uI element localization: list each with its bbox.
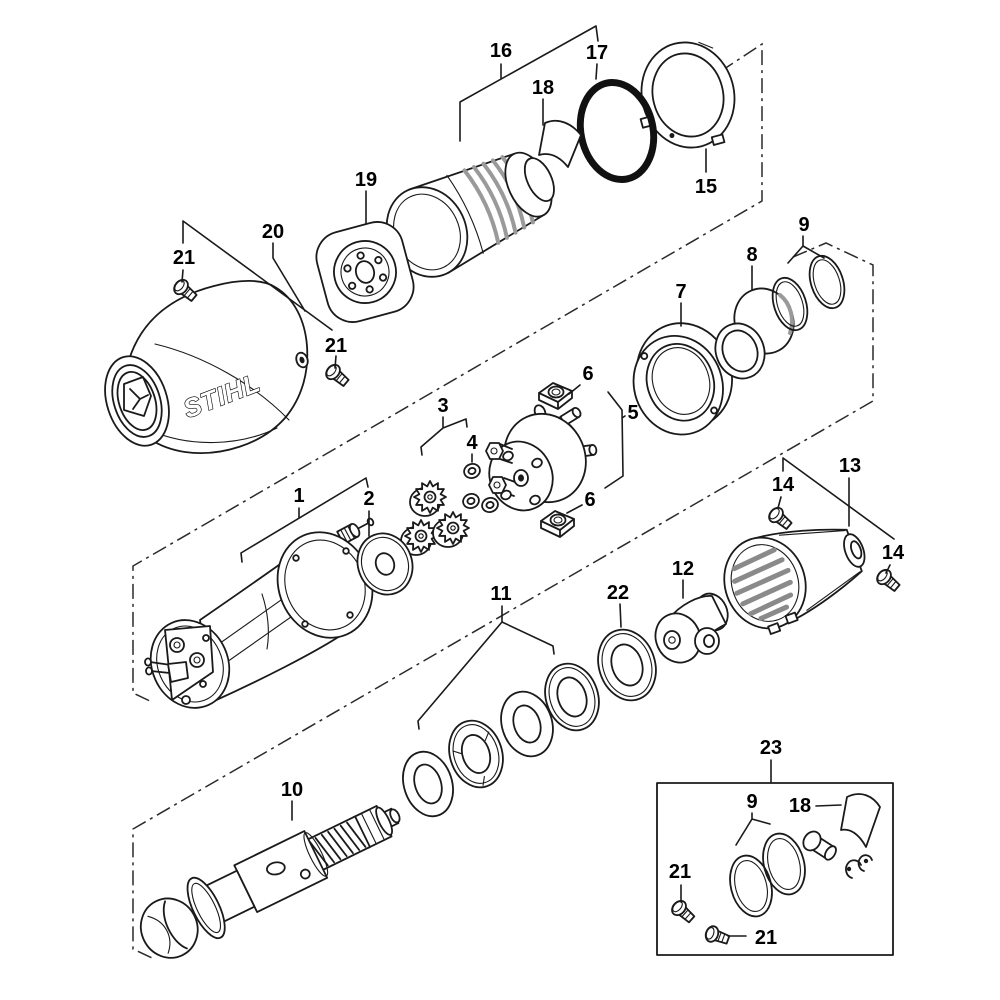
axis-line-bottom <box>132 242 874 959</box>
part-label-11: 11 <box>490 583 511 605</box>
leader-9-box <box>735 812 771 846</box>
part-4-washer-2 <box>460 490 482 512</box>
part-label-5: 5 <box>627 402 638 424</box>
part-11-washer-3 <box>500 690 554 758</box>
leader-22 <box>619 603 622 628</box>
screw-21-right-icon <box>322 361 353 390</box>
part-9-o-ring-right <box>802 250 852 314</box>
part-label-14-right: 14 <box>882 542 905 564</box>
part-16-housing-tube <box>385 151 555 278</box>
leader-6-bottom <box>566 504 583 514</box>
part-label-14-left: 14 <box>772 474 795 496</box>
part-6-square-nut-bottom <box>540 510 575 538</box>
part-label-21-right: 21 <box>325 335 347 357</box>
part-12-coupler <box>654 592 729 664</box>
leader-9 <box>787 235 825 264</box>
part-22-thrust-washer <box>597 628 657 702</box>
part-label-6-top: 6 <box>582 363 593 385</box>
part-label-16: 16 <box>490 40 512 62</box>
part-5-planet-carrier <box>485 404 598 512</box>
part-label-23: 23 <box>760 737 782 759</box>
part-label-19: 19 <box>355 169 377 191</box>
callout-labels: 16 17 18 15 19 20 21 21 9 8 7 5 6 6 3 4 … <box>173 40 905 949</box>
part-18-clamp-shim <box>538 119 582 168</box>
part-19-bearing-plate <box>315 221 415 323</box>
kit-clamp-shim <box>840 793 881 848</box>
part-4-washer-1 <box>461 460 483 482</box>
screw-14-left-icon <box>765 504 796 533</box>
part-11-washer-1 <box>402 750 454 818</box>
part-11-washer-4 <box>544 662 600 732</box>
leader-18-box <box>815 804 842 807</box>
kit-pin <box>802 830 837 861</box>
part-20-gear-head-housing: STIHL <box>104 280 309 454</box>
part-3-planet-gear-1 <box>409 480 447 517</box>
part-label-21-left: 21 <box>173 247 195 269</box>
part-3-planet-gear-3 <box>432 511 470 548</box>
part-label-22: 22 <box>607 582 629 604</box>
part-4-washer-3 <box>479 494 501 516</box>
part-label-21-box-left: 21 <box>669 861 691 883</box>
part-15-retaining-ring <box>639 41 736 149</box>
leader-lines <box>181 25 895 937</box>
kit-retaining-clip <box>845 854 873 879</box>
part-10-spindle-shaft <box>139 804 401 959</box>
kit-screw-bottom-icon <box>702 923 732 949</box>
part-label-6-bottom: 6 <box>584 489 595 511</box>
part-label-1: 1 <box>293 485 304 507</box>
part-label-2: 2 <box>363 488 374 510</box>
part-label-15: 15 <box>695 176 717 198</box>
part-label-9-top: 9 <box>798 214 809 236</box>
kit-o-ring-left <box>722 849 780 923</box>
part-13-clutch-drum-cone <box>723 528 866 635</box>
kit-screw-left-icon <box>668 897 698 927</box>
leader-11 <box>417 605 555 730</box>
part-6-square-nut-top <box>538 382 573 410</box>
part-label-8: 8 <box>746 244 757 266</box>
leader-14-pair <box>777 457 895 574</box>
part-17-o-ring <box>576 78 658 184</box>
part-label-4: 4 <box>466 432 478 454</box>
part-label-3: 3 <box>437 395 448 417</box>
part-label-21-box-bottom: 21 <box>755 927 777 949</box>
part-label-18-box: 18 <box>789 795 811 817</box>
leader-5 <box>604 391 626 489</box>
part-7-cover-ring <box>632 322 733 436</box>
leader-6-top <box>568 384 581 395</box>
leader-3 <box>420 416 468 456</box>
screw-14-right-icon <box>873 566 904 595</box>
part-label-20: 20 <box>262 221 284 243</box>
leader-1 <box>240 477 369 563</box>
part-1-electric-motor <box>144 517 375 709</box>
leader-20 <box>272 242 306 312</box>
part-label-10: 10 <box>281 779 303 801</box>
part-label-9-box: 9 <box>746 791 757 813</box>
part-label-17: 17 <box>586 42 608 64</box>
axis-line-top <box>132 42 763 703</box>
part-2-washer <box>356 532 414 596</box>
assembly-axis-lines <box>132 42 874 959</box>
leader-21-pair <box>181 220 337 369</box>
leader-17 <box>595 63 598 80</box>
service-kit-box-23 <box>656 782 894 956</box>
leader-16 <box>459 25 599 142</box>
part-label-12: 12 <box>672 558 694 580</box>
part-11-washer-2 <box>448 719 504 789</box>
part-label-18-top: 18 <box>532 77 554 99</box>
part-label-13: 13 <box>839 455 861 477</box>
part-label-7: 7 <box>675 281 686 303</box>
